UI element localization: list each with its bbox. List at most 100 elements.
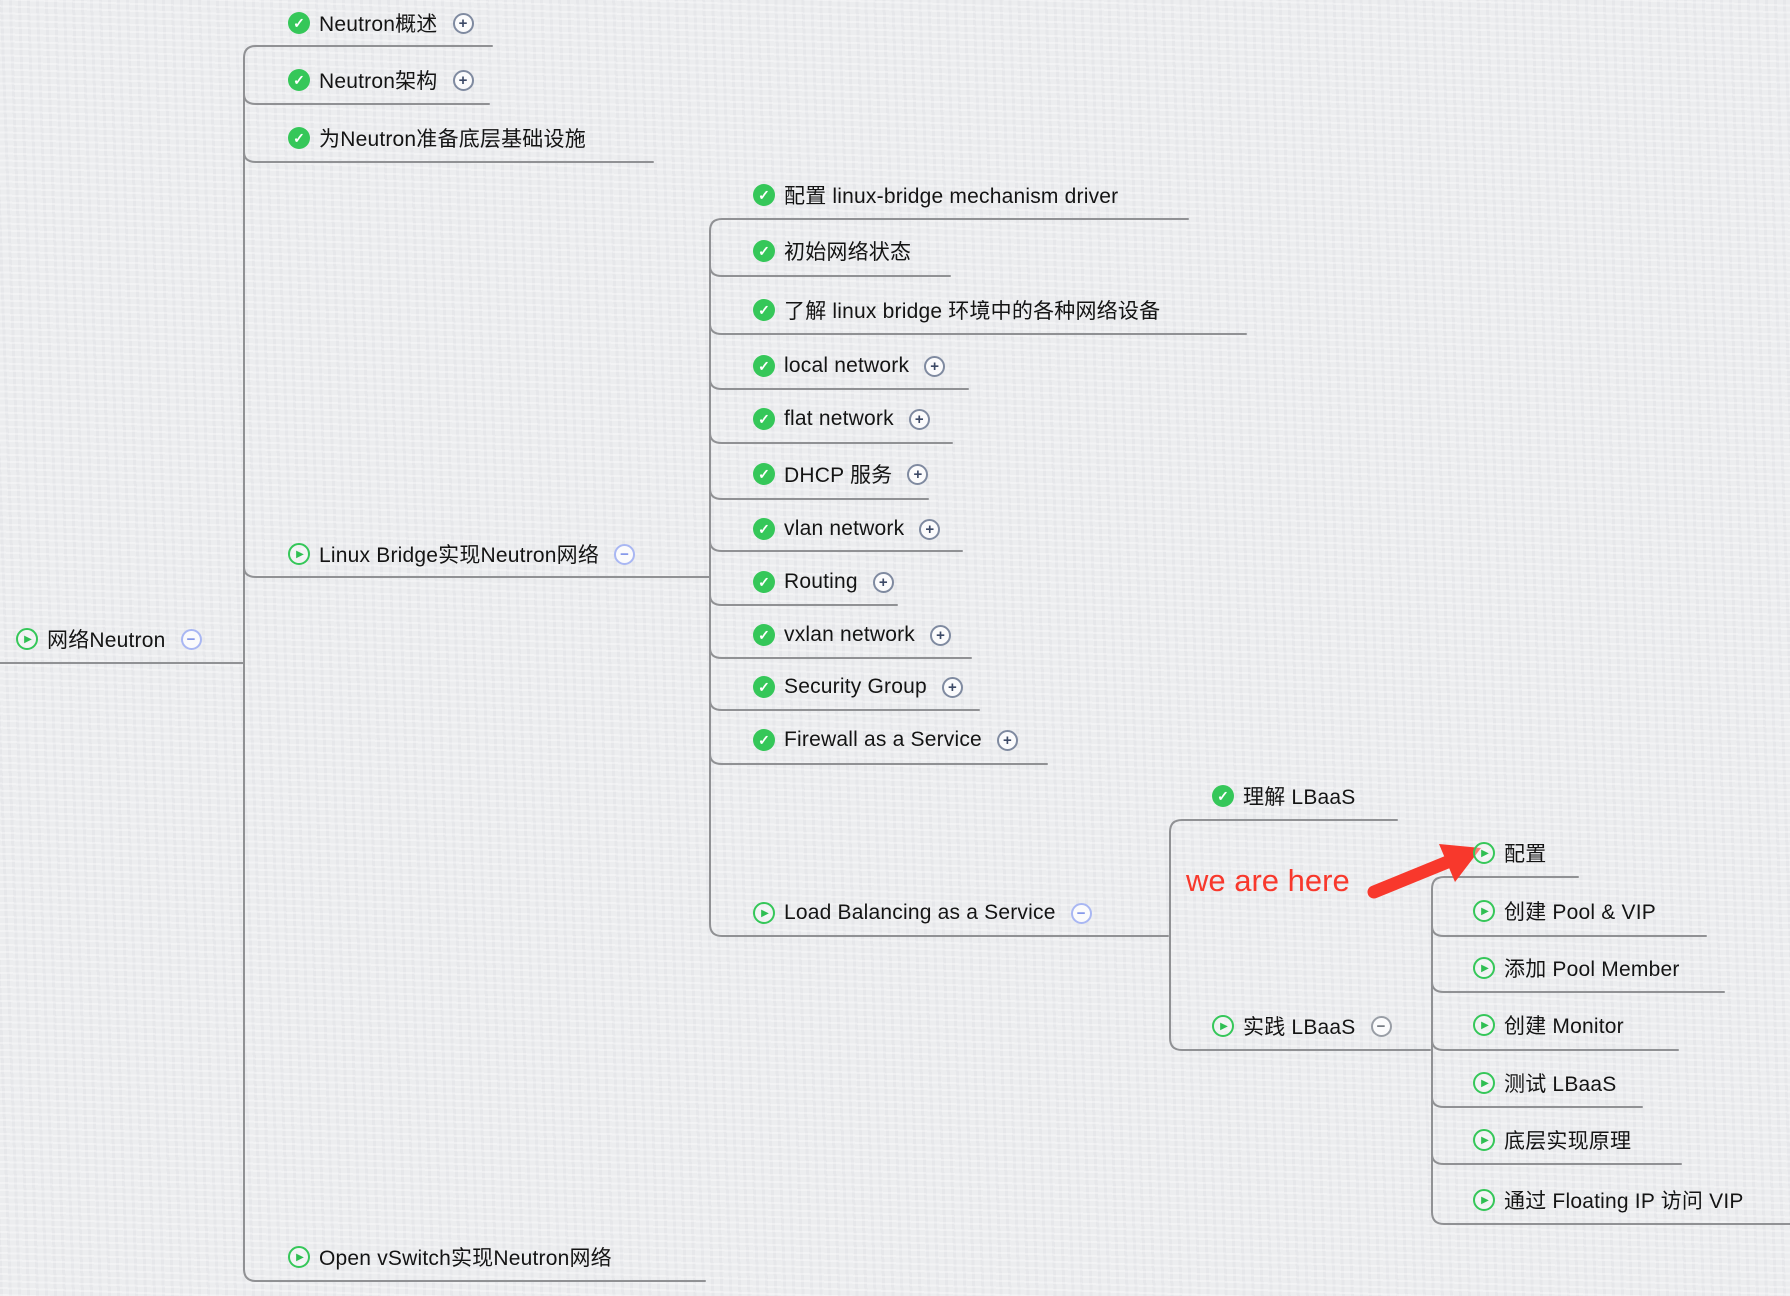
arrow-shaft <box>1367 854 1457 899</box>
node-understand-lbaas[interactable]: ✓ 理解 LBaaS <box>1212 780 1356 812</box>
branch-lines <box>0 45 1790 1282</box>
node-create-pool-vip[interactable]: ▶ 创建 Pool & VIP <box>1473 895 1656 927</box>
we-are-here-label: we are here <box>1186 863 1350 898</box>
node-lbaas-config[interactable]: ▶ 配置 <box>1473 837 1546 869</box>
topic-label: Firewall as a Service <box>784 728 982 751</box>
topic-label: 初始网络状态 <box>784 241 912 264</box>
node-local-network[interactable]: ✓ local network + <box>753 350 946 382</box>
play-icon: ▶ <box>1473 957 1495 979</box>
check-icon: ✓ <box>288 127 310 149</box>
we-are-here-arrow <box>1367 844 1481 899</box>
node-vlan-network[interactable]: ✓ vlan network + <box>753 513 941 545</box>
check-icon: ✓ <box>753 355 775 377</box>
expand-button[interactable]: + <box>872 571 894 593</box>
check-icon: ✓ <box>288 12 310 34</box>
collapse-button[interactable]: − <box>614 543 636 565</box>
topic-label: Neutron概述 <box>319 13 438 36</box>
topic-label: 底层实现原理 <box>1504 1130 1632 1153</box>
node-floating-ip-access-vip[interactable]: ▶ 通过 Floating IP 访问 VIP <box>1473 1184 1744 1216</box>
check-icon: ✓ <box>288 69 310 91</box>
node-load-balancing-as-a-service[interactable]: ▶ Load Balancing as a Service − <box>753 897 1092 929</box>
expand-button[interactable]: + <box>919 518 941 540</box>
node-open-vswitch[interactable]: ▶ Open vSwitch实现Neutron网络 <box>288 1241 612 1273</box>
node-prepare-infrastructure[interactable]: ✓ 为Neutron准备底层基础设施 <box>288 122 586 154</box>
node-neutron-overview[interactable]: ✓ Neutron概述 + <box>288 7 474 39</box>
node-vxlan-network[interactable]: ✓ vxlan network + <box>753 619 951 651</box>
topic-label: Security Group <box>784 675 927 698</box>
play-icon: ▶ <box>1473 842 1495 864</box>
check-icon: ✓ <box>753 299 775 321</box>
expand-button[interactable]: + <box>996 729 1018 751</box>
topic-label: local network <box>784 354 910 377</box>
node-underlying-principle[interactable]: ▶ 底层实现原理 <box>1473 1124 1631 1156</box>
arrow-head <box>1439 844 1481 882</box>
topic-label: 了解 linux bridge 环境中的各种网络设备 <box>784 300 1161 323</box>
topic-label: 创建 Monitor <box>1504 1015 1624 1038</box>
play-icon: ▶ <box>1473 1072 1495 1094</box>
expand-button[interactable]: + <box>452 12 474 34</box>
check-icon: ✓ <box>753 463 775 485</box>
check-icon: ✓ <box>753 624 775 646</box>
node-dhcp-service[interactable]: ✓ DHCP 服务 + <box>753 458 929 490</box>
play-icon: ▶ <box>753 902 775 924</box>
expand-button[interactable]: + <box>924 355 946 377</box>
topic-label: 为Neutron准备底层基础设施 <box>319 128 586 151</box>
check-icon: ✓ <box>753 184 775 206</box>
topic-label: 配置 linux-bridge mechanism driver <box>784 185 1119 208</box>
topic-label: Load Balancing as a Service <box>784 901 1056 924</box>
topic-label: Open vSwitch实现Neutron网络 <box>319 1247 612 1270</box>
check-icon: ✓ <box>753 729 775 751</box>
node-practice-lbaas[interactable]: ▶ 实践 LBaaS − <box>1212 1010 1392 1042</box>
collapse-button[interactable]: − <box>1070 902 1092 924</box>
topic-label: flat network <box>784 407 894 430</box>
node-firewall-as-a-service[interactable]: ✓ Firewall as a Service + <box>753 724 1018 756</box>
check-icon: ✓ <box>753 240 775 262</box>
play-icon: ▶ <box>1212 1015 1234 1037</box>
topic-label: 网络Neutron <box>47 629 166 652</box>
node-initial-network-state[interactable]: ✓ 初始网络状态 <box>753 235 911 267</box>
collapse-button[interactable]: − <box>1370 1015 1392 1037</box>
node-routing[interactable]: ✓ Routing + <box>753 566 894 598</box>
topic-label: 测试 LBaaS <box>1504 1073 1617 1096</box>
play-icon: ▶ <box>288 543 310 565</box>
play-icon: ▶ <box>1473 1129 1495 1151</box>
topic-label: 通过 Floating IP 访问 VIP <box>1504 1190 1744 1213</box>
expand-button[interactable]: + <box>941 676 963 698</box>
check-icon: ✓ <box>753 518 775 540</box>
topic-label: 理解 LBaaS <box>1243 786 1356 809</box>
node-add-pool-member[interactable]: ▶ 添加 Pool Member <box>1473 952 1680 984</box>
topic-label: vxlan network <box>784 623 915 646</box>
expand-button[interactable]: + <box>452 69 474 91</box>
play-icon: ▶ <box>16 628 38 650</box>
topic-label: Routing <box>784 570 858 593</box>
node-flat-network[interactable]: ✓ flat network + <box>753 403 930 435</box>
node-test-lbaas[interactable]: ▶ 测试 LBaaS <box>1473 1067 1617 1099</box>
node-create-monitor[interactable]: ▶ 创建 Monitor <box>1473 1009 1624 1041</box>
topic-label: 配置 <box>1504 843 1547 866</box>
play-icon: ▶ <box>288 1246 310 1268</box>
expand-button[interactable]: + <box>908 408 930 430</box>
play-icon: ▶ <box>1473 900 1495 922</box>
collapse-button[interactable]: − <box>180 628 202 650</box>
node-config-linux-bridge-driver[interactable]: ✓ 配置 linux-bridge mechanism driver <box>753 179 1118 211</box>
check-icon: ✓ <box>753 408 775 430</box>
expand-button[interactable]: + <box>907 463 929 485</box>
topic-label: 创建 Pool & VIP <box>1504 901 1656 924</box>
topic-label: vlan network <box>784 517 905 540</box>
play-icon: ▶ <box>1473 1014 1495 1036</box>
node-linux-bridge-devices[interactable]: ✓ 了解 linux bridge 环境中的各种网络设备 <box>753 294 1160 326</box>
expand-button[interactable]: + <box>930 624 951 646</box>
node-neutron-architecture[interactable]: ✓ Neutron架构 + <box>288 64 474 96</box>
topic-label: 添加 Pool Member <box>1504 958 1680 981</box>
node-security-group[interactable]: ✓ Security Group + <box>753 671 963 703</box>
check-icon: ✓ <box>1212 785 1234 807</box>
node-network-neutron[interactable]: ▶ 网络Neutron − <box>16 623 202 655</box>
node-linux-bridge[interactable]: ▶ Linux Bridge实现Neutron网络 − <box>288 538 636 570</box>
topic-label: Linux Bridge实现Neutron网络 <box>319 544 600 567</box>
play-icon: ▶ <box>1473 1189 1495 1211</box>
topic-label: Neutron架构 <box>319 70 438 93</box>
check-icon: ✓ <box>753 676 775 698</box>
check-icon: ✓ <box>753 571 775 593</box>
